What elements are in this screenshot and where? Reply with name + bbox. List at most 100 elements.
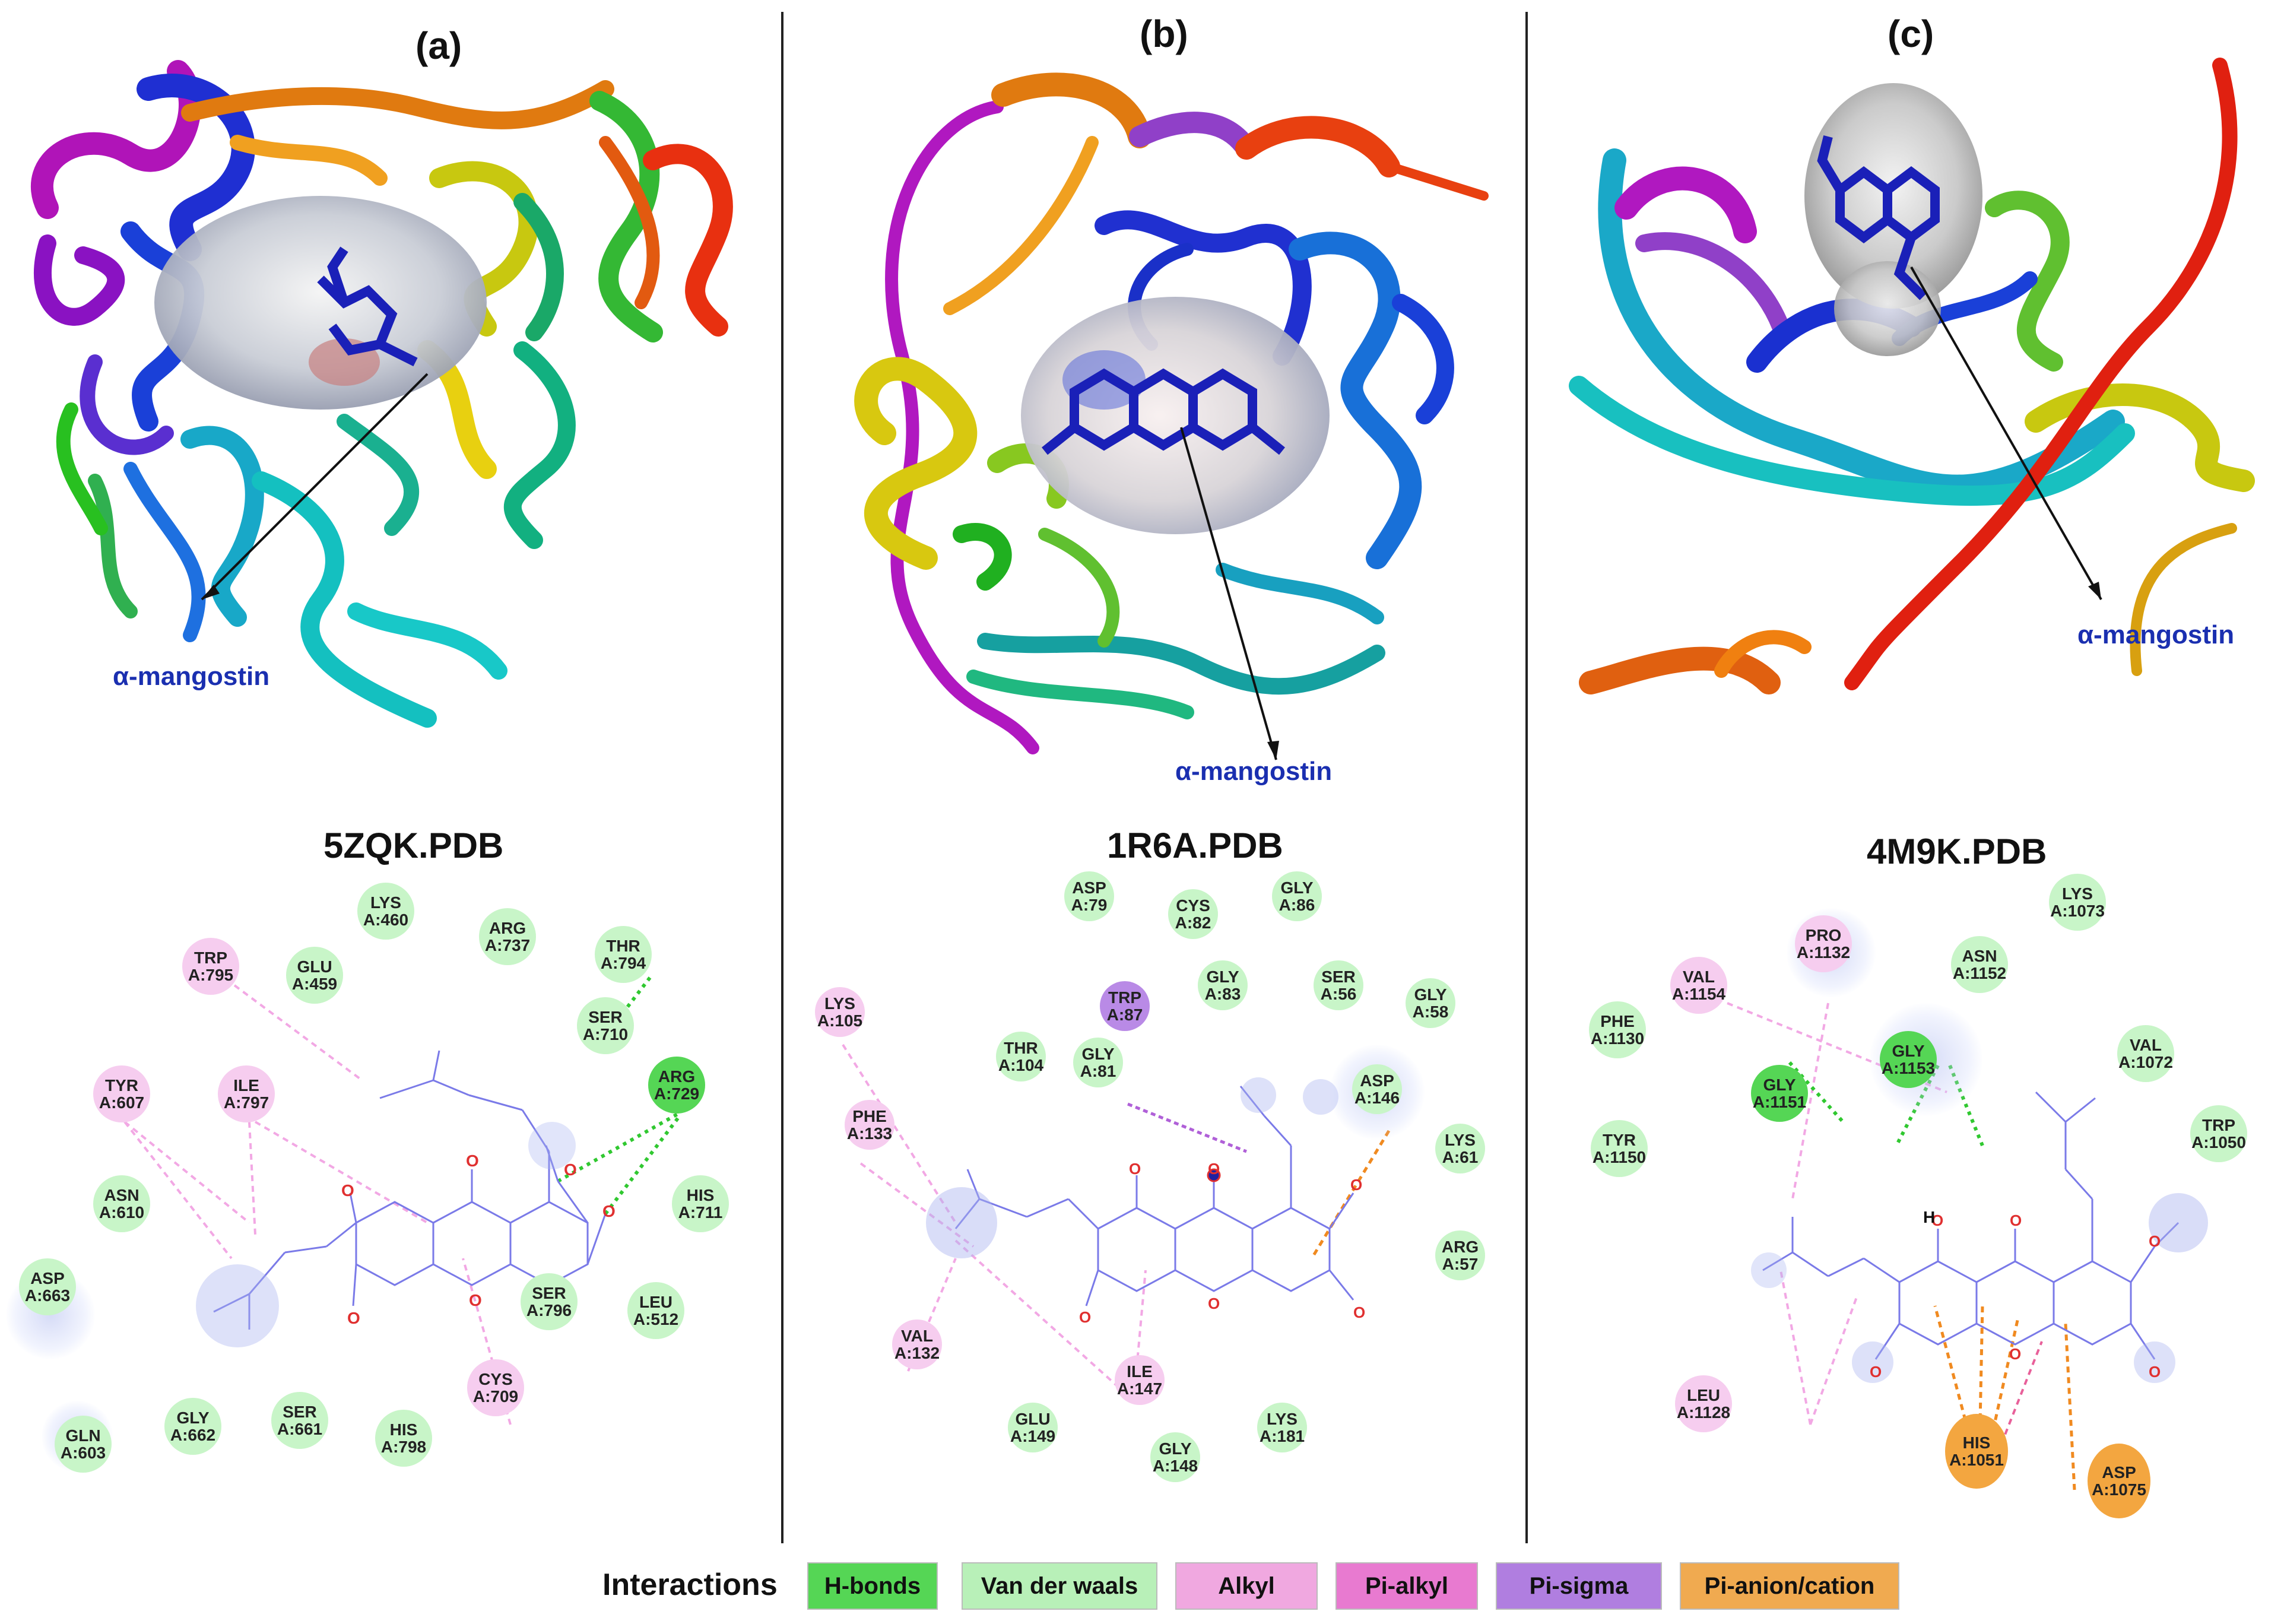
residue-name: VAL <box>2130 1035 2162 1054</box>
residue-name: PHE <box>1600 1011 1635 1030</box>
residue-name: LYS <box>370 893 401 912</box>
residue-id: A:662 <box>170 1426 216 1444</box>
residue-name: TRP <box>194 948 227 967</box>
svg-text:O: O <box>347 1309 360 1327</box>
residue-id: A:1051 <box>1949 1451 2004 1469</box>
svg-text:O: O <box>1208 1160 1220 1178</box>
panel-a-label: (a) <box>415 24 462 67</box>
residue-id: A:795 <box>188 966 234 984</box>
residue-name: GLY <box>176 1408 210 1427</box>
residue-name: ASP <box>30 1268 65 1287</box>
pdb-title-b: 1R6A.PDB <box>1107 826 1283 865</box>
residue-name: GLY <box>1892 1041 1925 1060</box>
residue-name: GLY <box>1159 1439 1192 1458</box>
legend-item-van-der-waals: Van der waals <box>962 1562 1157 1610</box>
residue-name: SER <box>283 1402 317 1421</box>
residue-id: A:603 <box>60 1444 106 1462</box>
residue-name: VAL <box>1683 967 1715 986</box>
residue-id: A:57 <box>1442 1255 1479 1273</box>
residue-id: A:82 <box>1175 914 1211 932</box>
residue-name: THR <box>606 936 640 955</box>
residue-id: A:181 <box>1259 1427 1305 1445</box>
residue-name: LYS <box>2062 884 2093 903</box>
residue-name: ILE <box>1127 1362 1153 1381</box>
svg-text:O: O <box>1129 1160 1141 1178</box>
residue-id: A:1072 <box>2118 1053 2173 1071</box>
svg-text:H: H <box>1923 1208 1935 1226</box>
legend-item-pi-alkyl: Pi-alkyl <box>1335 1562 1478 1610</box>
residue-name: GLY <box>1081 1044 1115 1063</box>
residue-id: A:1152 <box>1952 964 2007 982</box>
residue-name: SER <box>1321 967 1356 986</box>
residue-id: A:797 <box>223 1093 269 1112</box>
protein-structure-b <box>854 72 1489 760</box>
residue-id: A:1050 <box>2191 1133 2246 1152</box>
residue-id: A:1151 <box>1752 1093 1807 1111</box>
residue-name: CYS <box>1176 896 1210 915</box>
residue-id: A:737 <box>484 936 531 954</box>
residue-name: LEU <box>1687 1385 1720 1404</box>
svg-text:O: O <box>1350 1176 1362 1194</box>
divider-left <box>781 12 783 1543</box>
residue-name: THR <box>1004 1038 1038 1057</box>
residue-id: A:146 <box>1354 1089 1400 1107</box>
residue-name: LYS <box>1445 1130 1476 1149</box>
residue-name: SER <box>588 1007 623 1026</box>
ligand-label-c: α-mangostin <box>2077 620 2235 649</box>
svg-text:O: O <box>469 1291 482 1309</box>
residue-name: ILE <box>233 1076 259 1095</box>
residue-id: A:148 <box>1152 1457 1198 1475</box>
ligand-label-b: α-mangostin <box>1175 757 1333 786</box>
residue-id: A:798 <box>380 1438 427 1456</box>
residue-id: A:794 <box>600 954 646 972</box>
residue-id: A:1154 <box>1671 985 1726 1003</box>
residue-id: A:83 <box>1204 985 1241 1003</box>
residue-id: A:710 <box>582 1025 629 1043</box>
residue-id: A:1130 <box>1590 1029 1645 1048</box>
residue-id: A:1132 <box>1796 943 1851 962</box>
residue-name: GLN <box>65 1426 101 1445</box>
protein-structure-c <box>1569 58 2255 694</box>
residue-name: VAL <box>901 1326 933 1345</box>
residue-name: GLY <box>1206 967 1239 986</box>
svg-text:O: O <box>2149 1232 2161 1250</box>
residue-name: HIS <box>389 1420 418 1439</box>
residue-name: TYR <box>105 1076 138 1095</box>
residue-id: A:729 <box>654 1084 700 1103</box>
residue-id: A:81 <box>1080 1062 1116 1080</box>
residue-name: PHE <box>852 1106 887 1125</box>
residue-name: CYS <box>478 1369 513 1388</box>
legend-item-alkyl: Alkyl <box>1175 1562 1318 1610</box>
residue-name: ASP <box>1072 878 1106 897</box>
protein-structure-a <box>30 60 733 728</box>
residue-id: A:58 <box>1412 1003 1449 1021</box>
svg-text:O: O <box>2010 1211 2022 1229</box>
residue-id: A:87 <box>1106 1006 1143 1024</box>
residue-id: A:1075 <box>2092 1480 2146 1499</box>
